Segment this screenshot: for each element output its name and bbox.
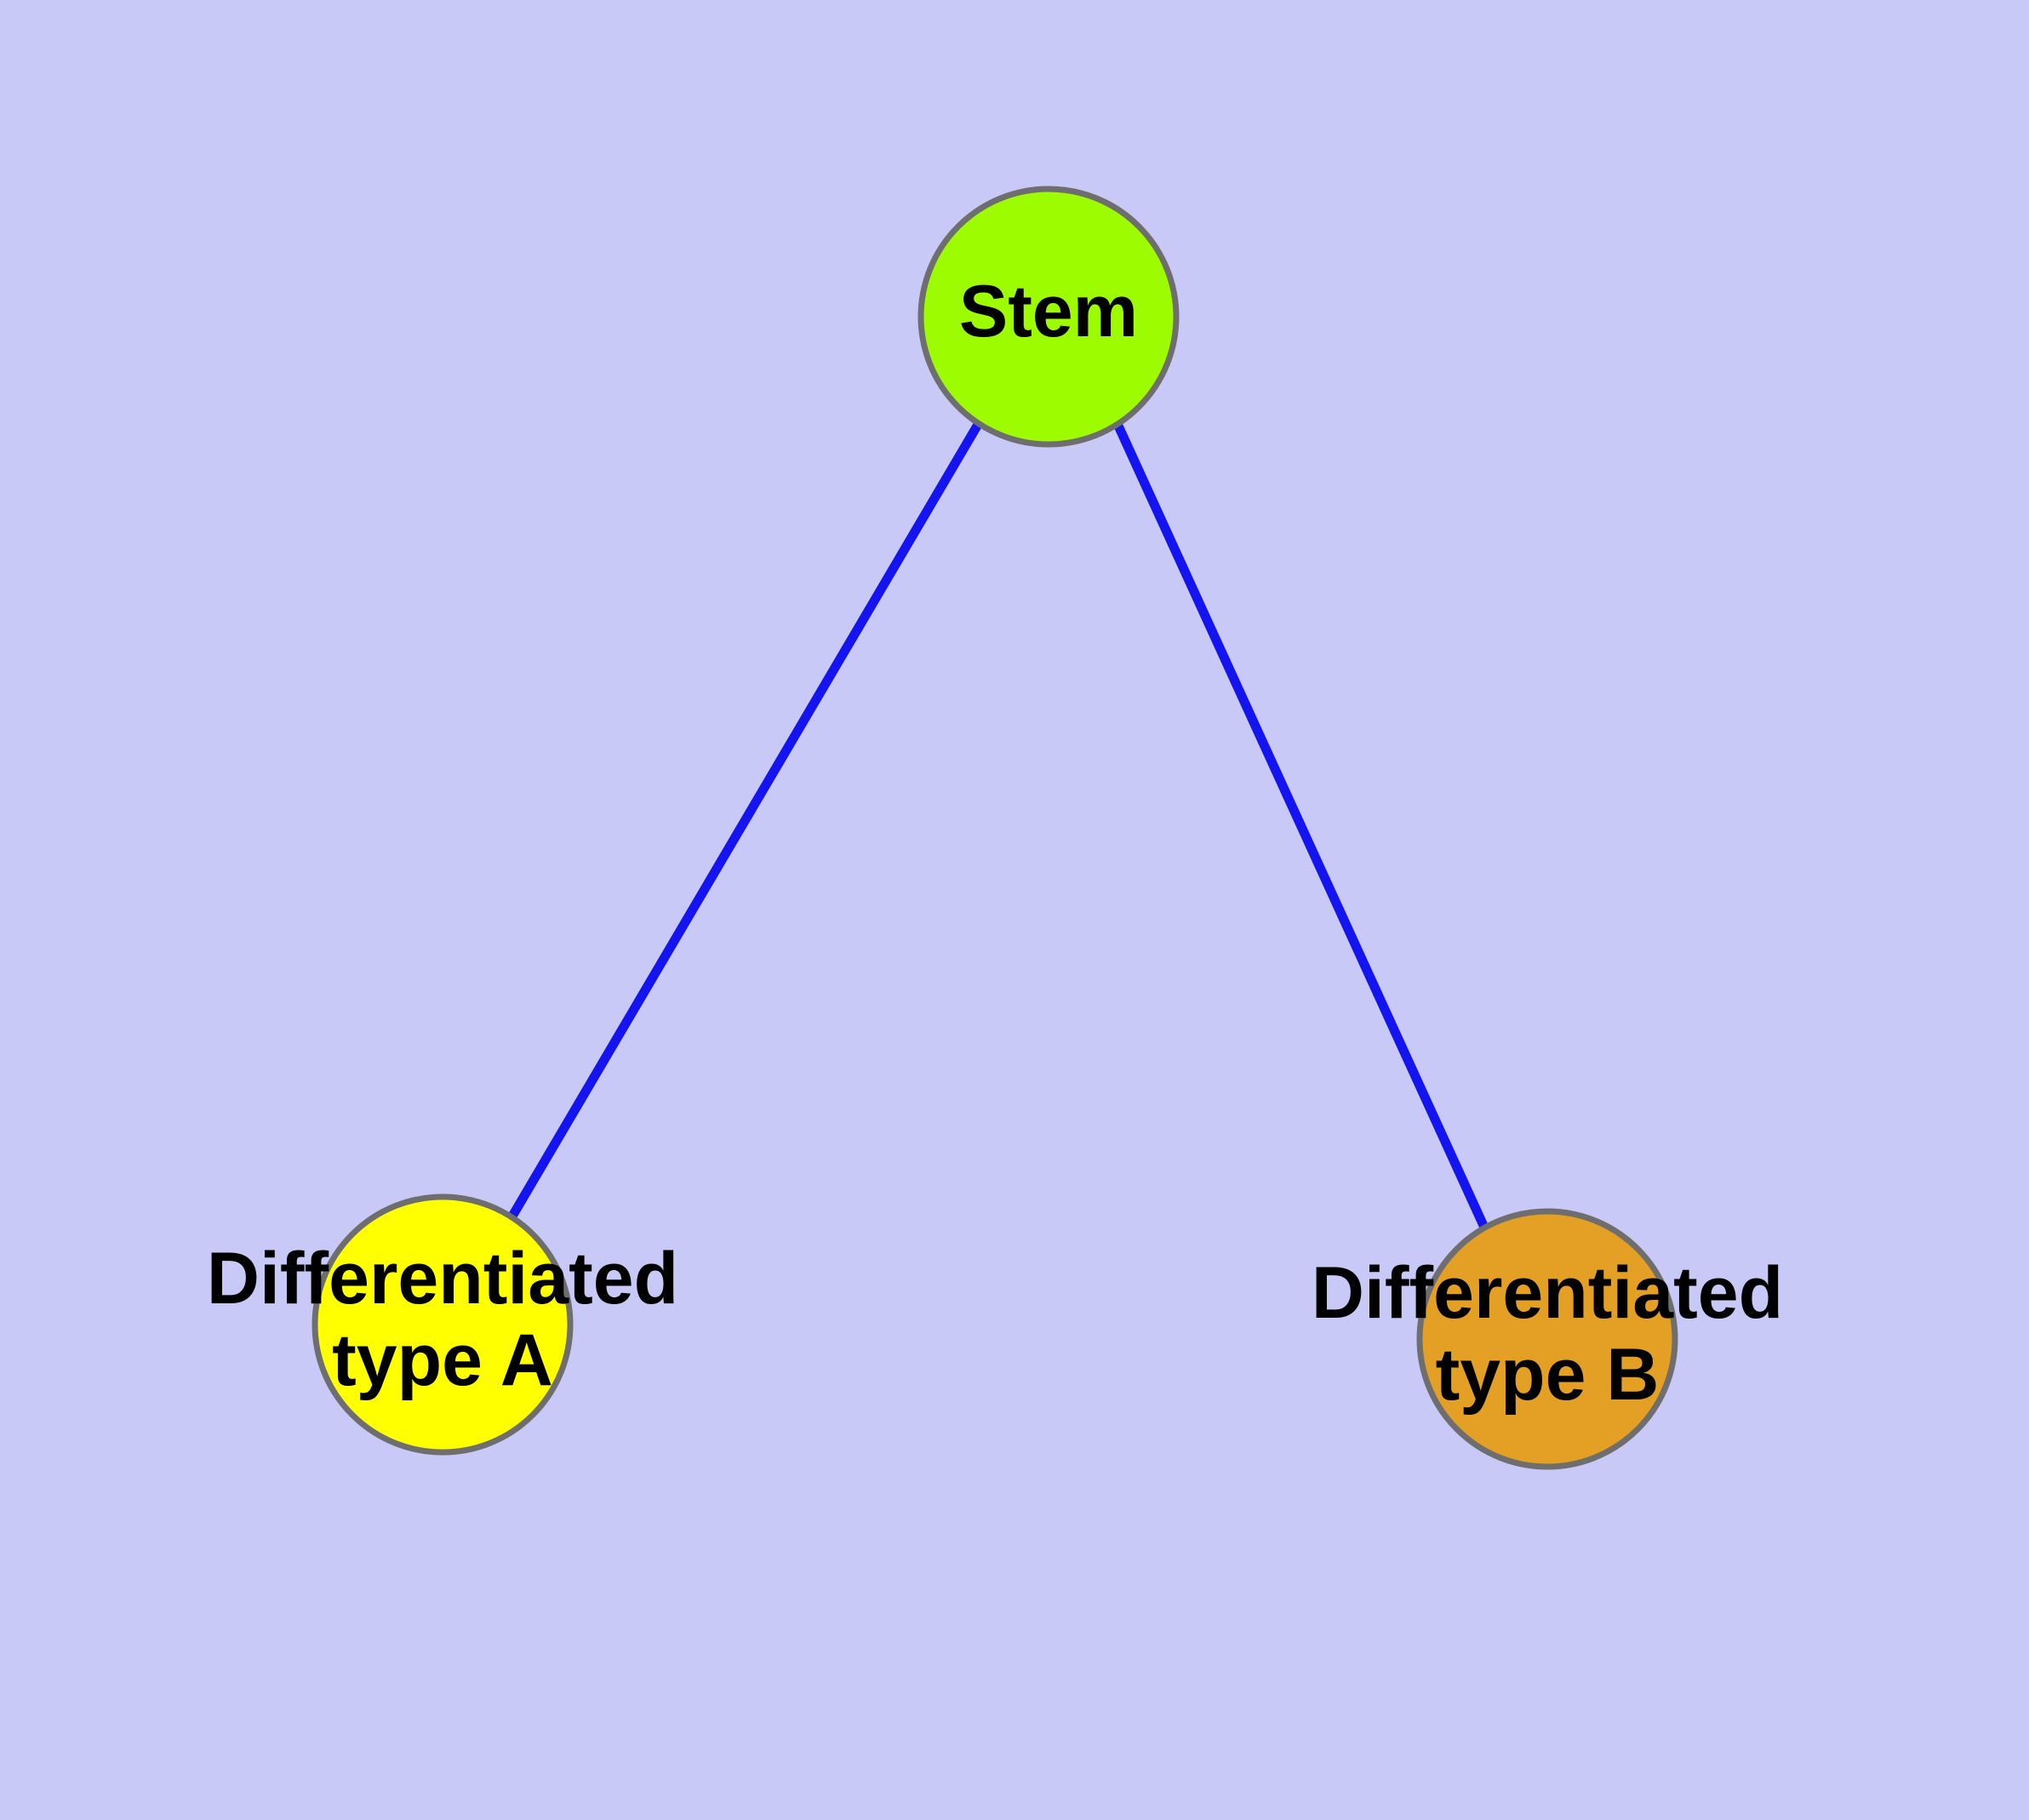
node-label-stem: Stem <box>959 271 1138 352</box>
edge-stem-to-diff_a[interactable] <box>506 421 983 1222</box>
node-label-line: Differentiated <box>207 1238 678 1319</box>
node-stem[interactable]: Stem <box>917 186 1180 448</box>
edge-stem-to-diff_b[interactable] <box>1112 421 1490 1232</box>
node-label-line: Stem <box>959 271 1138 352</box>
node-label-line: type A <box>332 1319 553 1401</box>
node-label-line: Differentiated <box>1312 1252 1783 1334</box>
edges-group <box>506 421 1490 1232</box>
node-circle-diff_a[interactable] <box>311 1193 574 1456</box>
node-circle-stem[interactable] <box>917 186 1180 448</box>
node-label-line: type B <box>1436 1334 1660 1416</box>
node-circle-diff_b[interactable] <box>1416 1208 1678 1470</box>
